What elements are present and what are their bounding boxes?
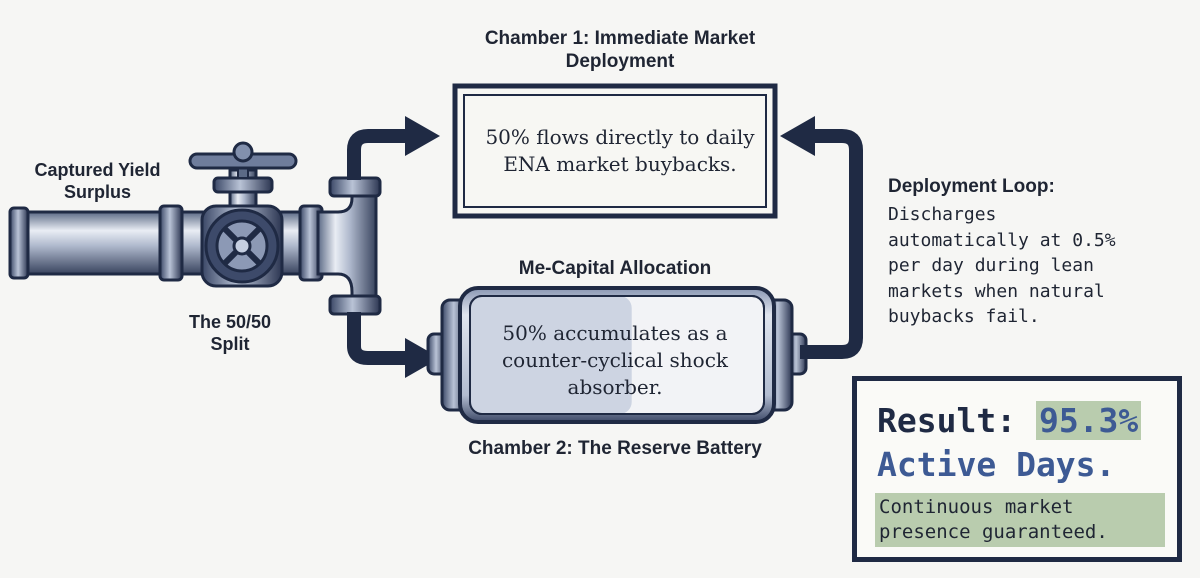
battery-top-label: Me-Capital Allocation bbox=[518, 258, 712, 279]
chamber1-text: 50% flows directly to daily ENA market b… bbox=[485, 125, 755, 176]
arrow-to-chamber1 bbox=[347, 116, 440, 180]
tee-fitting bbox=[316, 176, 382, 316]
result-box: Result: 95.3% Active Days. Continuous ma… bbox=[852, 376, 1182, 562]
battery-charge-fill bbox=[470, 296, 632, 414]
inlet-label: Captured Yield Surplus bbox=[34, 160, 161, 202]
battery-bottom-label: Chamber 2: The Reserve Battery bbox=[468, 438, 762, 459]
chamber1-title: Chamber 1: Immediate Market Deployment bbox=[484, 28, 756, 72]
chamber1-box bbox=[452, 83, 778, 219]
reserve-battery bbox=[426, 286, 808, 424]
deployment-loop-arrow bbox=[780, 116, 863, 359]
result-subheadline: Active Days. bbox=[877, 445, 1116, 484]
loop-title: Deployment Loop: bbox=[888, 176, 1055, 197]
result-headline: Result: 95.3% bbox=[877, 401, 1142, 440]
result-percent: 95.3% bbox=[1035, 401, 1142, 440]
split-valve bbox=[188, 141, 298, 288]
arrow-to-battery bbox=[347, 312, 440, 378]
valve-label: The 50/50 Split bbox=[188, 312, 272, 354]
battery-text: 50% accumulates as a counter-cyclical sh… bbox=[501, 321, 729, 399]
result-caption: Continuous market presence guaranteed. bbox=[875, 493, 1165, 547]
valve-handle-icon bbox=[188, 141, 298, 170]
result-prefix: Result: bbox=[877, 401, 1017, 440]
loop-body: Discharges automatically at 0.5% per day… bbox=[888, 204, 1116, 327]
